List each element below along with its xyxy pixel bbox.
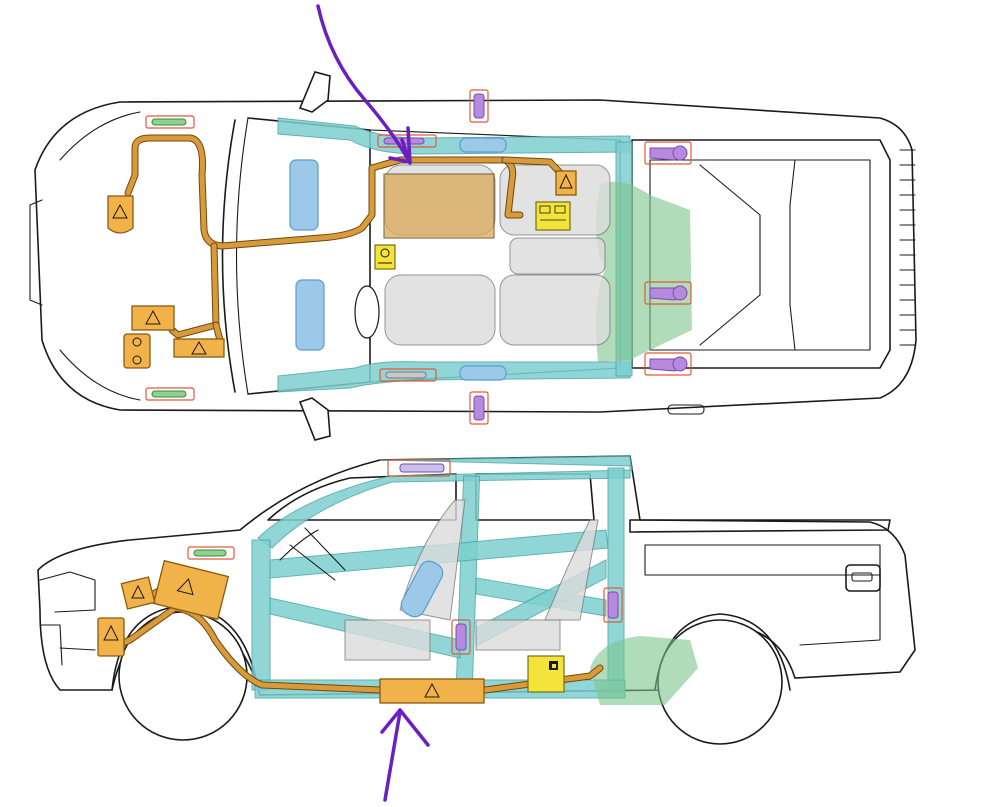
hv-component-top-dcdc (173, 338, 225, 358)
fuel-tank-side (590, 636, 698, 705)
hv-component-side-upper (152, 559, 230, 621)
pretensioner-icon-5 (644, 352, 692, 376)
airbag-top-knee (354, 285, 380, 339)
hood-strut-side (187, 546, 235, 560)
battery-icon-top (535, 201, 571, 231)
airbag-icon (374, 244, 396, 270)
pretensioner-icon-2 (469, 391, 489, 425)
pretensioner-side-c (603, 587, 623, 623)
hv-component-side-mid (120, 576, 156, 610)
airbag-top-passenger (295, 279, 325, 351)
high-voltage-battery-side (379, 678, 485, 704)
hv-component-top-rear (555, 170, 577, 196)
mirror-top-right (298, 397, 331, 441)
high-voltage-battery-top (383, 173, 495, 239)
fuel-tank-top (596, 181, 692, 362)
top-body-outline (34, 99, 917, 413)
airbag-top-curtain-upper (459, 137, 507, 153)
reinforcement-top-roof-rail-lower (277, 361, 631, 393)
arrow-bottom (380, 708, 430, 802)
airbag-side-driver (400, 560, 444, 618)
hv-component-top-motor (123, 333, 151, 369)
gas-strut-top-lower (379, 368, 437, 382)
arrow-top (316, 4, 412, 165)
airbag-top-driver (289, 159, 319, 231)
gas-strut-side-roof (387, 459, 451, 477)
hood-strut-top-lower (145, 387, 195, 401)
pretensioner-icon-3 (644, 141, 692, 165)
hv-component-top-front (107, 195, 134, 234)
battery-icon-side (527, 655, 565, 693)
hood-strut-top-upper (145, 115, 195, 129)
airbag-top-curtain-lower (459, 365, 507, 381)
hv-component-top-inverter (131, 305, 175, 331)
pretensioner-icon-4 (644, 281, 692, 305)
pretensioner-icon-1 (469, 89, 489, 123)
hv-cable-top (124, 134, 569, 352)
pretensioner-side-b (451, 619, 471, 655)
side-view (37, 455, 916, 802)
rear-tailgate-ribs (899, 149, 916, 346)
mirror-top-left (298, 71, 331, 113)
steering-wheel (279, 527, 346, 581)
hv-component-side-front (97, 617, 125, 657)
top-view (29, 4, 917, 441)
seats-side (344, 499, 599, 661)
